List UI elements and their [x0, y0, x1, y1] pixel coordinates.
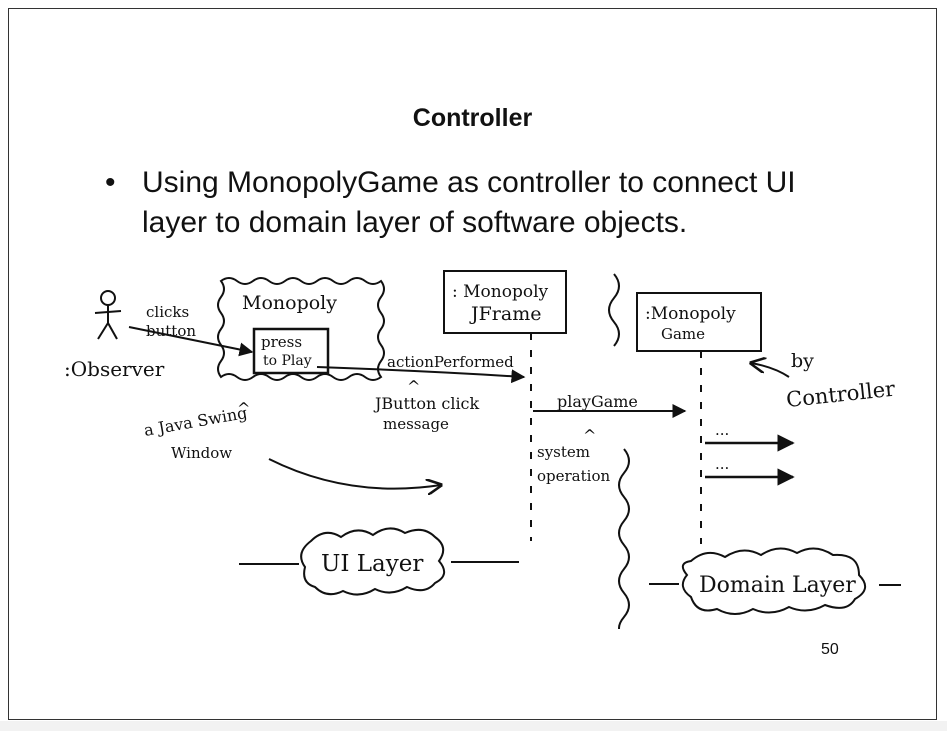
- jbutton-label-line1: JButton click: [373, 394, 480, 413]
- jframe-label-line1: : Monopoly: [452, 282, 549, 302]
- bullet-text: Using MonopolyGame as controller to conn…: [142, 166, 796, 239]
- page-number: 50: [821, 641, 839, 658]
- jframe-box: [443, 270, 567, 334]
- java-swing-label-line2: Window: [171, 444, 232, 462]
- by-controller-arrow: [751, 363, 790, 378]
- press-to-play-button: [252, 327, 330, 375]
- press-button-label-line2: to Play: [263, 353, 312, 369]
- java-swing-arrow: [268, 458, 441, 489]
- java-swing-label-line1: a Java Swing: [142, 403, 248, 440]
- jbutton-caret: ^: [407, 377, 420, 396]
- game-label-line2: Game: [661, 325, 705, 343]
- observer-stick-figure-icon: [94, 290, 122, 340]
- action-performed-label: actionPerformed: [387, 353, 514, 371]
- clicks-label-line2: button: [146, 322, 196, 340]
- monopoly-game-box: [636, 292, 762, 352]
- layer-separator-squiggle: [608, 273, 630, 629]
- jframe-label-line2: JFrame: [469, 303, 541, 325]
- by-controller-line1: by: [791, 350, 814, 372]
- ellipsis-message-1: ...: [715, 421, 729, 439]
- action-performed-arrow: [316, 366, 526, 384]
- press-button-label-line1: press: [261, 333, 302, 351]
- ui-layer-label: UI Layer: [321, 551, 423, 577]
- sketch-diagram: :Observer clicks button Monopoly press t…: [64, 270, 901, 629]
- swing-window-title: Monopoly: [242, 292, 337, 314]
- swing-window-frame: [217, 277, 385, 381]
- system-op-label-line1: system: [537, 443, 590, 461]
- jbutton-label-line2: message: [383, 415, 449, 433]
- observer-label: :Observer: [64, 357, 165, 381]
- by-controller-line2: Controller: [785, 377, 897, 412]
- clicks-label-line1: clicks: [146, 303, 189, 321]
- ellipsis-message-2: ...: [715, 455, 729, 473]
- slide-title: Controller: [412, 104, 533, 132]
- bullet-icon: •: [105, 166, 116, 199]
- domain-layer-label: Domain Layer: [699, 573, 856, 598]
- domain-layer-cloud: [681, 547, 866, 615]
- system-op-label-line2: operation: [537, 467, 610, 485]
- system-op-caret: ^: [583, 426, 596, 445]
- slide: Controller • Using MonopolyGame as contr…: [8, 8, 937, 720]
- play-game-label: playGame: [557, 392, 638, 411]
- java-swing-caret: ^: [237, 399, 250, 418]
- viewer-bottom-edge: [0, 721, 947, 731]
- click-arrow: [128, 326, 254, 357]
- game-label-line1: :Monopoly: [645, 304, 736, 324]
- ui-layer-cloud: [300, 527, 446, 596]
